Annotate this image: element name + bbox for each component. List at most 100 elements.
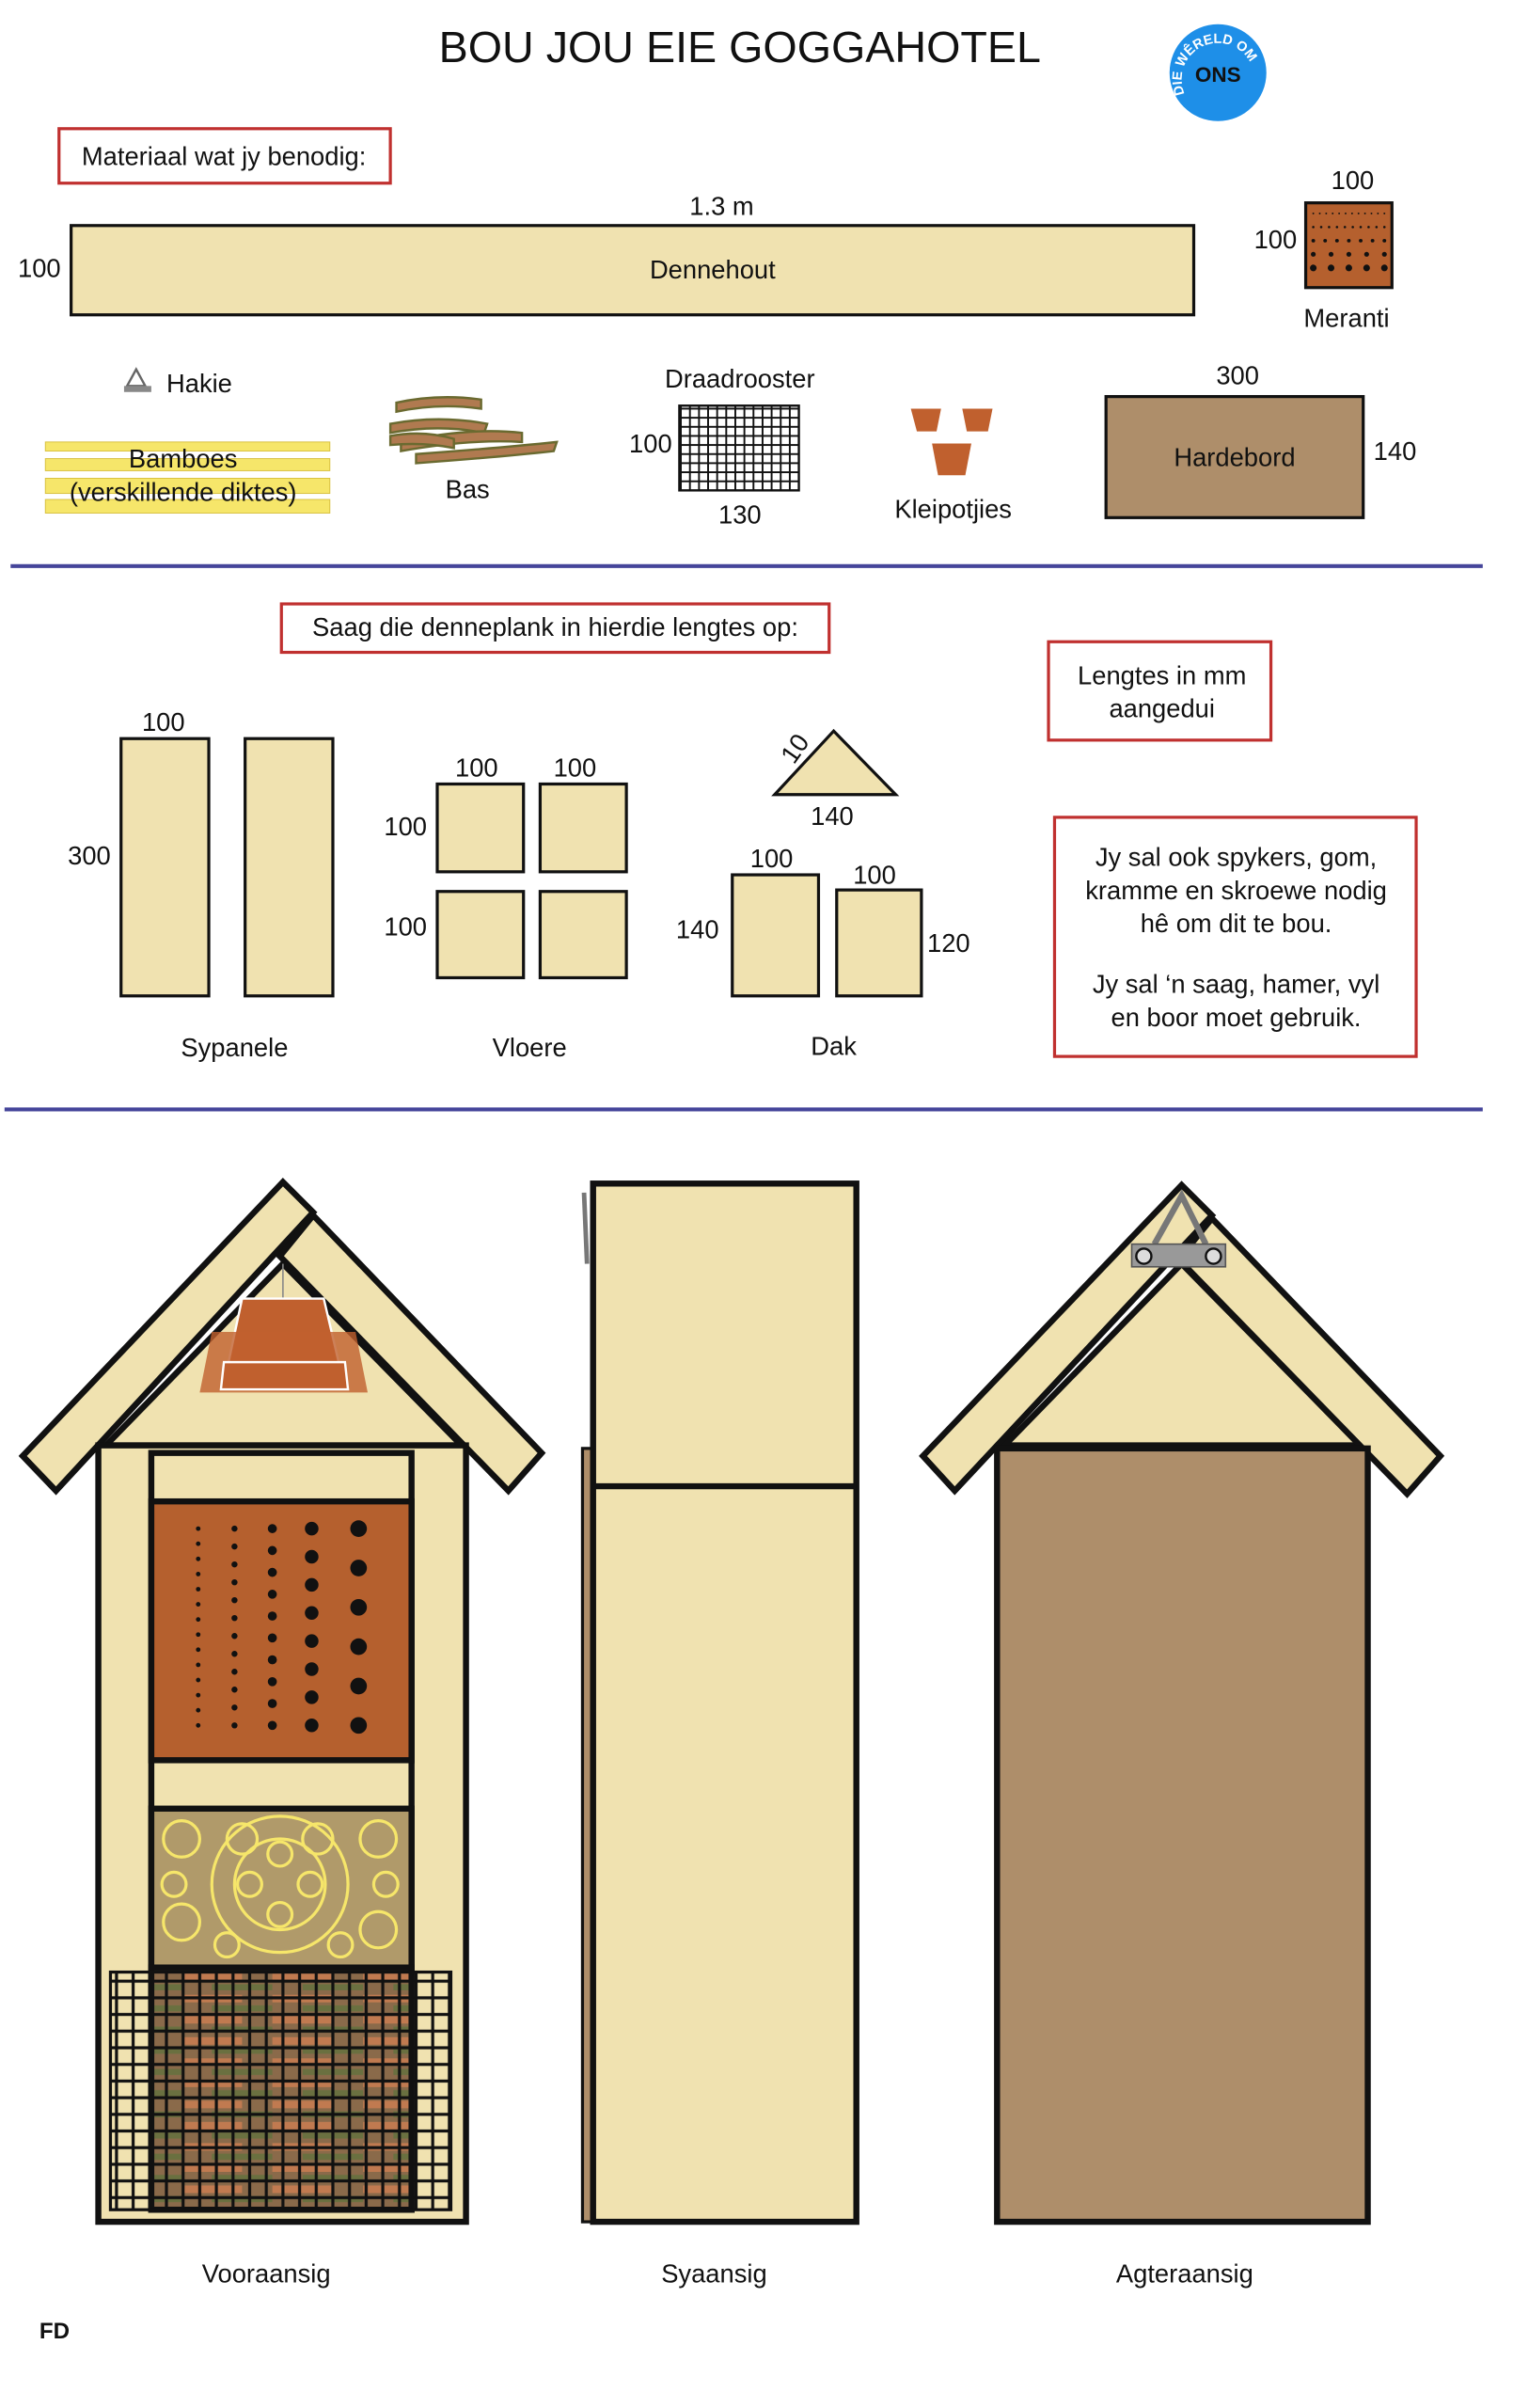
bamboo-sticks <box>44 441 331 514</box>
meranti-holes-front <box>196 1520 368 1735</box>
hole <box>160 1870 188 1898</box>
meranti-label: Meranti <box>1303 304 1389 333</box>
hole <box>196 1602 201 1607</box>
hole <box>196 1541 201 1546</box>
clay-pot-front <box>199 1263 368 1393</box>
hole <box>196 1647 201 1653</box>
draadrooster-bottom-dim: 130 <box>718 500 762 530</box>
dennehout-label: Dennehout <box>650 255 776 284</box>
sypanele-label: Sypanele <box>181 1033 288 1062</box>
cutting-heading: Saag die denneplank in hierdie lengtes o… <box>312 612 798 642</box>
hole <box>196 1692 201 1698</box>
hole <box>231 1722 238 1729</box>
hole <box>196 1677 201 1683</box>
vloere-h1: 100 <box>384 812 427 841</box>
draadrooster-label: Draadrooster <box>665 364 815 393</box>
tools-note-line2: kramme en skroewe nodig <box>1085 876 1387 905</box>
hole <box>1350 212 1353 214</box>
hole <box>1335 226 1339 229</box>
hole <box>267 1655 277 1665</box>
hole <box>196 1632 201 1638</box>
dak-w1: 100 <box>750 844 794 873</box>
front-view-label: Vooraansig <box>202 2258 331 2288</box>
hole <box>1319 226 1323 229</box>
side-view-label: Syaansig <box>661 2258 767 2288</box>
dennehout-width: 100 <box>18 253 61 282</box>
hole <box>267 1720 277 1731</box>
kleipotjies-label: Kleipotjies <box>894 494 1012 523</box>
hole <box>210 1814 350 1955</box>
hole <box>266 1840 294 1868</box>
side-panels <box>119 737 335 998</box>
hole <box>196 1526 201 1531</box>
floor-pieces <box>435 782 628 980</box>
hole <box>1367 226 1370 229</box>
hole <box>196 1571 201 1576</box>
hole <box>267 1524 277 1533</box>
back-view-label: Agteraansig <box>1116 2258 1253 2288</box>
hole <box>162 1819 201 1859</box>
hole <box>1363 264 1370 272</box>
hole <box>1351 226 1354 229</box>
hole <box>196 1556 201 1561</box>
hole <box>326 1931 355 1959</box>
hole <box>162 1902 201 1942</box>
bas-label: Bas <box>446 474 490 503</box>
hole <box>350 1560 368 1576</box>
cutting-heading-box <box>279 602 831 655</box>
hole <box>1323 238 1328 243</box>
hole <box>231 1633 238 1640</box>
meranti-holes <box>1310 212 1388 272</box>
hole <box>1334 238 1339 243</box>
hole <box>350 1638 368 1656</box>
hole <box>1318 212 1321 214</box>
bamboo-ends <box>160 1814 400 1959</box>
hole <box>350 1520 368 1537</box>
meranti-top-dim: 100 <box>1332 166 1375 195</box>
draadrooster-side-dim: 100 <box>629 429 672 458</box>
dak-h2: 120 <box>927 928 970 958</box>
hole <box>267 1676 277 1687</box>
hole <box>1332 212 1334 214</box>
logo-center-text: ONS <box>1195 63 1241 87</box>
hole <box>358 1819 399 1859</box>
hole <box>296 1870 324 1898</box>
hole <box>213 1931 241 1959</box>
hole <box>1380 264 1388 272</box>
hole <box>196 1722 201 1728</box>
hole <box>1345 264 1352 272</box>
hole <box>1343 226 1347 229</box>
tools-note-line3: hê om dit te bou. <box>1141 909 1332 938</box>
hole <box>1346 251 1351 257</box>
hole <box>266 1900 294 1928</box>
hole <box>231 1614 238 1622</box>
front-view-drawing <box>18 1178 546 2226</box>
tools-note-line5: en boor moet gebruik. <box>1111 1003 1362 1032</box>
clay-pots <box>910 408 993 476</box>
hole <box>1375 226 1379 229</box>
hole <box>305 1634 319 1648</box>
roof-triangle <box>771 728 900 797</box>
materials-heading-box <box>57 127 392 185</box>
hole <box>350 1717 368 1735</box>
hole <box>305 1690 319 1704</box>
hole <box>1359 226 1363 229</box>
hole <box>1312 226 1315 229</box>
hole <box>267 1611 277 1621</box>
tools-note-line4: Jy sal ‘n saag, hamer, vyl <box>1093 970 1379 999</box>
dennehout-length: 1.3 m <box>689 192 753 221</box>
tools-note-box <box>1052 816 1418 1058</box>
dak-label: Dak <box>811 1032 857 1061</box>
dak-h1: 140 <box>676 915 719 944</box>
hole <box>305 1577 319 1592</box>
hole <box>1383 212 1386 214</box>
hole <box>1310 264 1317 272</box>
hole <box>232 1837 327 1932</box>
hole <box>1359 238 1363 243</box>
hardebord-top-dim: 300 <box>1216 361 1259 390</box>
roof-pieces <box>731 873 923 998</box>
hole <box>1327 264 1335 272</box>
vloere-w1: 100 <box>455 752 498 782</box>
hole <box>305 1606 319 1621</box>
hardboard-panel <box>1104 394 1365 519</box>
